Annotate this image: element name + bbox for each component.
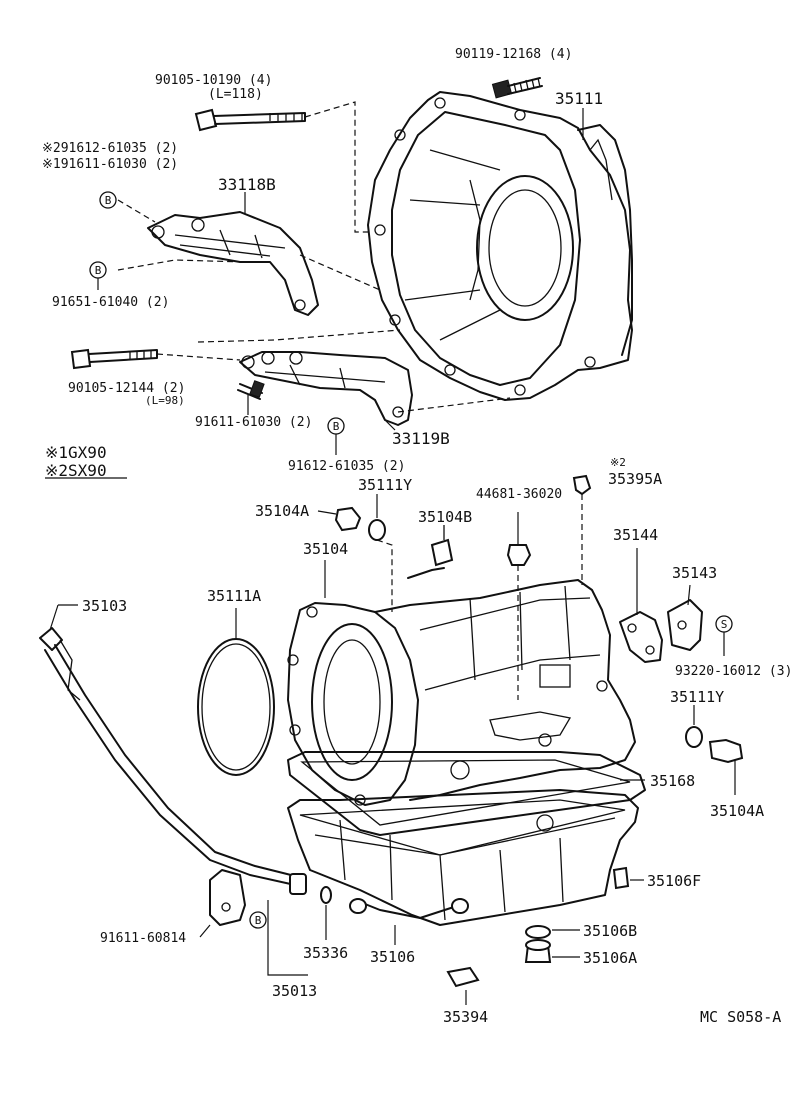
plug-35104a-top-icon (317, 506, 362, 532)
label-35111y-top: 35111Y (358, 476, 412, 494)
plug-35104a-right-icon (708, 738, 744, 795)
o-ring-35111a (197, 608, 275, 776)
marker-b-dipstick: B (249, 911, 267, 929)
marker-s: S (715, 615, 733, 656)
assembly-lines-middle (376, 494, 583, 700)
label-35111a: 35111A (207, 587, 261, 605)
magnet-35394-icon (446, 966, 480, 1005)
note-gx90: ※1GX90 (45, 443, 107, 462)
marker-b-mid: B (89, 261, 107, 290)
label-35395a: 35395A (608, 470, 662, 488)
clip-35395a-icon (572, 474, 592, 496)
label-91611-60814: 91611-60814 (100, 931, 186, 946)
label-35104b: 35104B (418, 508, 472, 526)
label-33119b: 33119B (392, 429, 450, 448)
drain-plug-35106a-icon (524, 939, 580, 963)
svg-text:B: B (333, 420, 340, 433)
bell-housing (367, 91, 633, 401)
marker-b-lower: B (327, 417, 345, 455)
label-91612-gx: ※291612-61035 (2) (42, 141, 178, 156)
label-90119: 90119-12168 (4) (455, 47, 572, 62)
bolt-90105-long-icon (194, 108, 306, 132)
leader-33119 (384, 419, 396, 431)
stud-91611-icon (237, 380, 265, 400)
label-35144: 35144 (613, 526, 658, 544)
plate-35143 (667, 584, 703, 651)
bolt-90119-icon (491, 77, 543, 99)
marker-b-top: B (99, 191, 117, 209)
svg-text:B: B (255, 914, 262, 927)
label-35104: 35104 (303, 540, 348, 558)
label-93220: 93220-16012 (3) (675, 664, 792, 679)
leader-35013 (267, 900, 308, 976)
svg-text:B: B (95, 264, 102, 277)
svg-text:B: B (105, 194, 112, 207)
fitting-35104b-icon (407, 525, 454, 579)
bracket-33118b (147, 211, 319, 316)
breather-44681-icon (506, 512, 532, 566)
label-35394: 35394 (443, 1008, 488, 1026)
label-35168: 35168 (650, 772, 695, 790)
label-91612-61035: 91612-61035 (2) (288, 459, 405, 474)
label-35395-mark: ※2 (610, 456, 626, 469)
label-90105-long: 90105-10190 (4) (155, 73, 272, 88)
label-35106f: 35106F (647, 872, 701, 890)
bolt-35106f-icon (612, 866, 644, 890)
diagram-code: MC S058-A (700, 1008, 781, 1026)
o-ring-35336 (320, 886, 332, 940)
label-35104a-right: 35104A (710, 802, 764, 820)
gasket-35111y-right (685, 705, 703, 748)
label-90105-short-length: (L=98) (145, 394, 185, 407)
label-35103: 35103 (82, 597, 127, 615)
transmission-case (287, 579, 636, 806)
label-35111y-right: 35111Y (670, 688, 724, 706)
label-90105-short: 90105-12144 (2) (68, 381, 185, 396)
label-44681: 44681-36020 (476, 487, 562, 502)
label-35106a: 35106A (583, 949, 637, 967)
assembly-lines-top (117, 101, 511, 413)
label-33118b: 33118B (218, 175, 276, 194)
gasket-35168 (287, 751, 646, 836)
oil-pan-35106 (287, 789, 639, 926)
plate-35144 (619, 548, 663, 663)
label-35013: 35013 (272, 982, 317, 1000)
label-35111: 35111 (555, 89, 603, 108)
gasket-35111y-top (368, 494, 386, 541)
washer-35106b-icon (525, 925, 580, 939)
leader-35103 (49, 604, 59, 631)
label-91611-61030: 91611-61030 (2) (195, 415, 312, 430)
svg-text:S: S (721, 618, 728, 631)
leader-91611c (199, 924, 211, 938)
label-90105-long-length: (L=118) (208, 87, 263, 102)
label-91651: 91651-61040 (2) (52, 295, 169, 310)
label-35143: 35143 (672, 564, 717, 582)
dipstick-tube (39, 627, 307, 926)
label-35106: 35106 (370, 948, 415, 966)
bracket-33119b (239, 351, 413, 426)
note-sx90: ※2SX90 (45, 461, 107, 480)
label-35106b: 35106B (583, 922, 637, 940)
label-35336: 35336 (303, 944, 348, 962)
label-35104a-top: 35104A (255, 502, 309, 520)
label-91611-gx: ※191611-61030 (2) (42, 157, 178, 172)
bolt-90105-short-icon (70, 348, 158, 370)
